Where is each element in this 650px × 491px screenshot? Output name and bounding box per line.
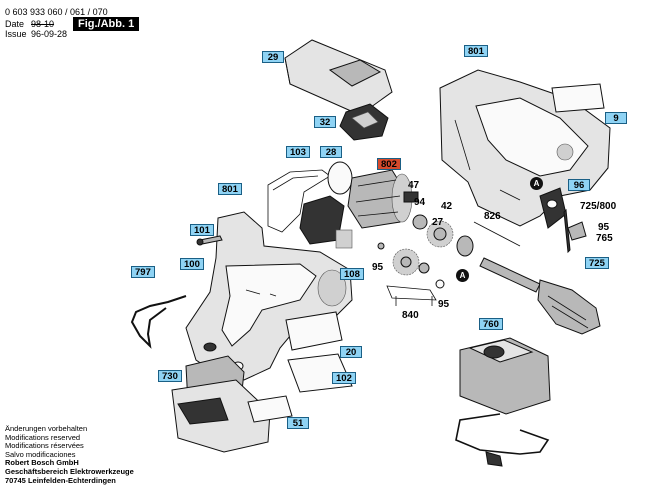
issue-value: 96-09-28 — [31, 29, 68, 39]
callout-760: 760 — [479, 318, 503, 330]
footer-company: Robert Bosch GmbH — [5, 458, 79, 468]
callout-801-left: 801 — [218, 183, 242, 195]
callout-95-right: 95 — [598, 222, 610, 233]
callout-32: 32 — [314, 116, 336, 128]
footer-line-1: Änderungen vorbehalten — [5, 424, 88, 433]
marker-a-bottom: A — [456, 269, 469, 282]
footer-line-3: Modifications réservées — [5, 441, 84, 451]
callout-42: 42 — [441, 201, 453, 212]
callout-840: 840 — [402, 310, 419, 321]
label-51 — [247, 395, 293, 423]
label-9 — [551, 83, 605, 113]
part-numbers: 0 603 933 060 / 061 / 070 — [5, 7, 108, 17]
callout-725: 725 — [585, 257, 609, 269]
charger-760 — [455, 337, 551, 467]
contact-108 — [299, 195, 353, 249]
figure-label: Fig./Abb. 1 — [73, 17, 140, 31]
footer-division: Geschäftsbereich Elektrowerkzeuge — [5, 466, 134, 476]
brush-frame-103 — [267, 161, 353, 233]
callout-730: 730 — [158, 370, 182, 382]
callout-28: 28 — [320, 146, 342, 158]
lock-parts-96 — [539, 187, 587, 254]
spindle-chuck — [479, 257, 601, 335]
callout-108: 108 — [340, 268, 364, 280]
lanyard-797 — [130, 295, 187, 349]
callout-826: 826 — [484, 211, 501, 222]
gear-set — [377, 214, 521, 306]
callout-797: 797 — [131, 266, 155, 278]
callout-9: 9 — [605, 112, 627, 124]
label-20 — [285, 311, 343, 351]
battery-730 — [171, 342, 271, 453]
switch-32 — [339, 103, 389, 141]
callout-100: 100 — [180, 258, 204, 270]
callout-29: 29 — [262, 51, 284, 63]
footer-line-4: Salvo modificaciones — [5, 449, 76, 459]
callout-102: 102 — [332, 372, 356, 384]
housing-left-half — [185, 211, 353, 381]
callout-725-800: 725/800 — [580, 201, 617, 212]
battery-cover-29 — [284, 39, 393, 116]
callout-47: 47 — [408, 180, 420, 191]
callout-101: 101 — [190, 224, 214, 236]
callout-95-a: 95 — [372, 262, 384, 273]
callout-27: 27 — [432, 217, 444, 228]
callout-802: 802 — [377, 158, 401, 170]
footer-line-2: Modifications reserved — [5, 432, 81, 442]
callout-765: 765 — [596, 233, 613, 244]
callout-96: 96 — [568, 179, 590, 191]
marker-a-top: A — [530, 177, 543, 190]
motor-47 — [347, 169, 419, 229]
callout-94: 94 — [414, 197, 426, 208]
callout-51: 51 — [287, 417, 309, 429]
callout-95-b: 95 — [438, 299, 450, 310]
screw-101 — [196, 235, 223, 246]
callout-801-top: 801 — [464, 45, 488, 57]
footer-address: 70745 Leinfelden-Echterdingen — [5, 475, 116, 485]
date-value: 98-10 — [31, 19, 55, 29]
footer: Änderungen vorbehalten Modifications res… — [5, 424, 134, 485]
callout-103: 103 — [286, 146, 310, 158]
callout-20: 20 — [340, 346, 362, 358]
